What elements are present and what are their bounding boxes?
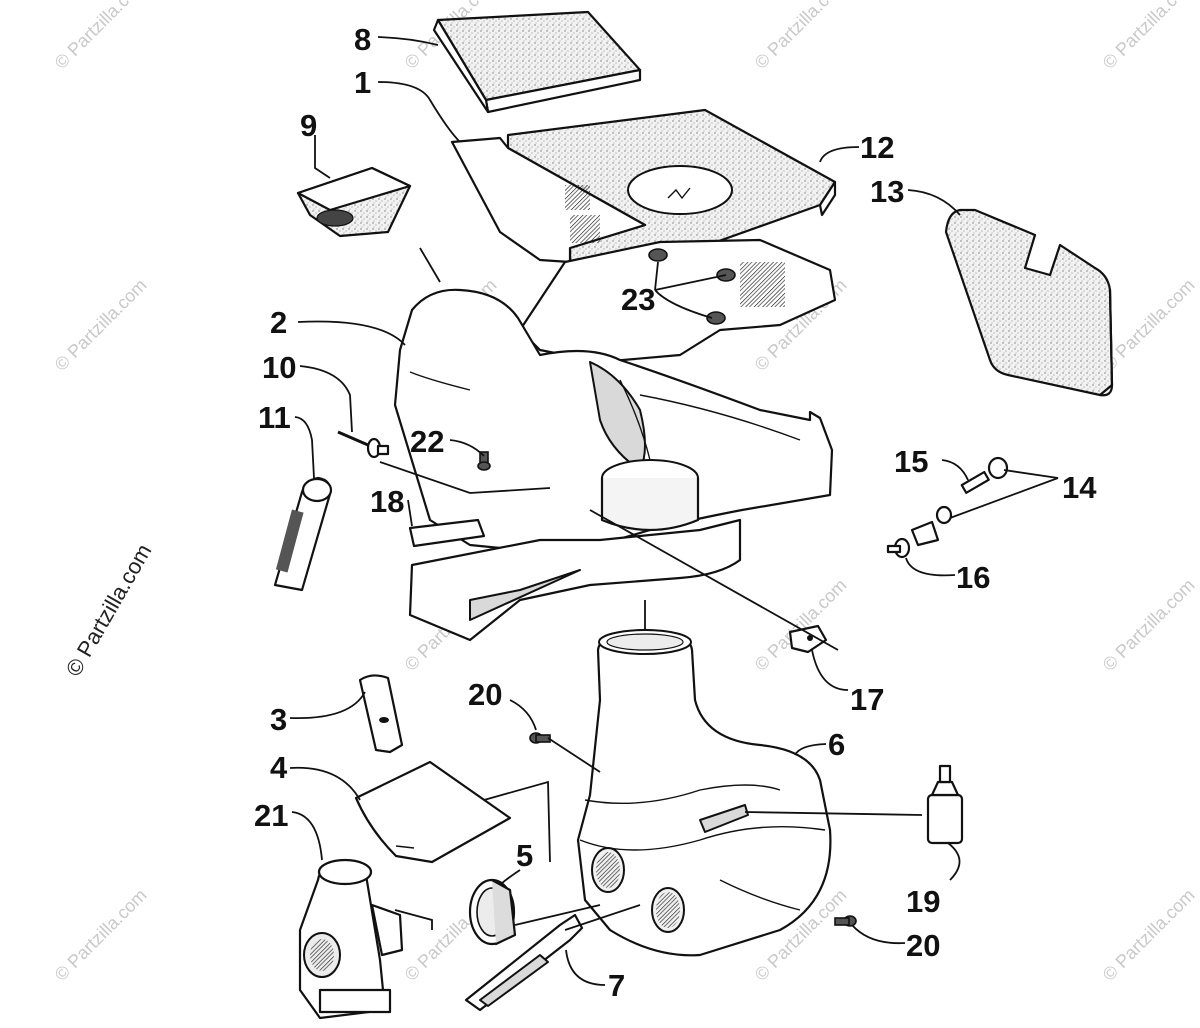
callout-5: 5 — [516, 838, 533, 873]
callout-numbers: 8 1 9 12 13 2 10 11 22 18 23 15 14 16 17… — [254, 22, 1097, 1003]
part-10-push-rivet — [337, 430, 390, 459]
callout-4: 4 — [270, 750, 288, 785]
callout-6: 6 — [828, 727, 845, 762]
callout-14: 14 — [1062, 470, 1097, 505]
watermark-text: © Partzilla.com — [1099, 275, 1199, 375]
part-12-large-filter — [506, 108, 837, 264]
part-13-foam-pad — [944, 208, 1114, 397]
part-3-bracket — [358, 674, 404, 754]
part-21-carburetor — [298, 858, 404, 1020]
callout-23: 23 — [621, 282, 655, 317]
callout-15: 15 — [894, 444, 928, 479]
watermark-text: © Partzilla.com — [1099, 0, 1199, 73]
part-14-15-16-fasteners — [886, 456, 1009, 559]
part-20-screws — [529, 732, 857, 927]
part-22-screw — [477, 451, 491, 471]
callout-11: 11 — [258, 400, 291, 435]
callout-21: 21 — [254, 798, 288, 833]
part-2-airbox-tray — [408, 518, 742, 642]
callout-17: 17 — [850, 682, 884, 717]
watermark-text: © Partzilla.com — [51, 275, 151, 375]
callout-3: 3 — [270, 702, 287, 737]
callout-9: 9 — [300, 108, 317, 143]
part-7-strap — [464, 913, 584, 1012]
watermark-text: © Partzilla.com — [51, 885, 151, 985]
part-18-foam-strip — [408, 518, 486, 548]
part-9-intake-silencer — [296, 166, 412, 238]
part-6-intake-body — [576, 628, 832, 957]
watermark-text: © Partzilla.com — [51, 0, 151, 73]
callout-22: 22 — [410, 424, 444, 459]
part-8-filter-pad — [432, 10, 642, 114]
callout-13: 13 — [870, 174, 904, 209]
part-2-airbox-upper — [393, 288, 834, 562]
watermark-text: © Partzilla.com — [751, 575, 851, 675]
part-1-filter-tray — [450, 136, 837, 364]
watermark-text: © Partzilla.com — [1099, 885, 1199, 985]
callout-20-bottom: 20 — [906, 928, 940, 963]
watermark-text: © Partzilla.com — [751, 0, 851, 73]
leader-lines — [289, 36, 1059, 986]
part-5-clamp — [468, 878, 517, 946]
callout-19: 19 — [906, 884, 940, 919]
watermark-text: © Partzilla.com — [1099, 575, 1199, 675]
callout-8: 8 — [354, 22, 371, 57]
part-4-shield — [354, 760, 512, 864]
callout-2: 2 — [270, 305, 287, 340]
part-11-drain — [273, 476, 333, 592]
side-watermark-text: © Partzilla.com — [61, 540, 157, 681]
callout-16: 16 — [956, 560, 990, 595]
callout-18: 18 — [370, 484, 404, 519]
callout-20-top: 20 — [468, 677, 502, 712]
callout-12: 12 — [860, 130, 894, 165]
callout-10: 10 — [262, 350, 296, 385]
part-19-adhesive-bottle — [926, 764, 964, 845]
callout-1: 1 — [354, 65, 371, 100]
part-17-clip — [788, 624, 828, 654]
callout-7: 7 — [608, 968, 625, 1003]
